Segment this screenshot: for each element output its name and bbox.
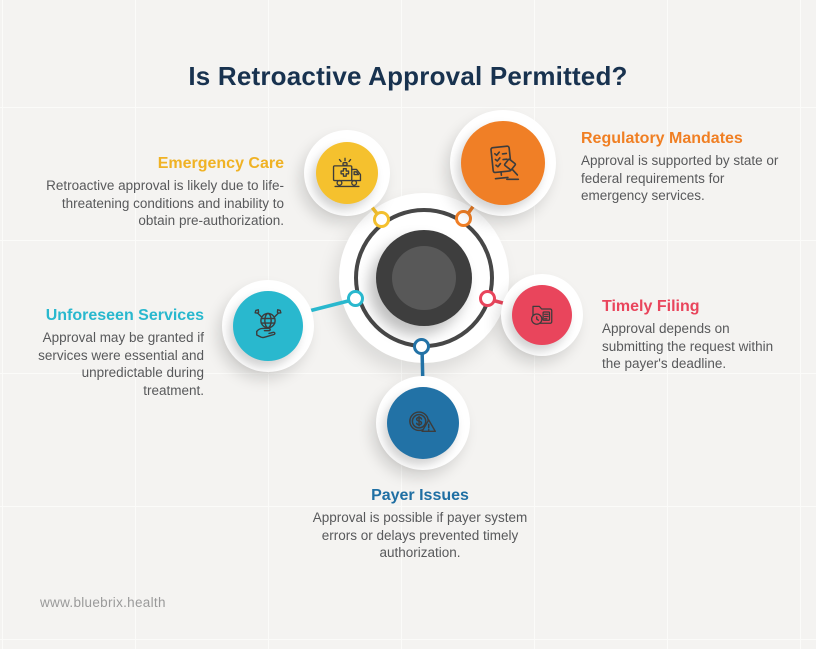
globe-hand-icon (254, 309, 282, 339)
node-payer-issues (413, 338, 430, 355)
node-timely-filing (479, 290, 496, 307)
payer-issues-circle (387, 387, 459, 459)
regulatory-mandates-text-block: Regulatory Mandates Approval is supporte… (581, 130, 793, 205)
payer-issues-text-block: Payer Issues Approval is possible if pay… (302, 487, 538, 562)
node-emergency-care (373, 211, 390, 228)
gavel-checklist-icon (490, 145, 520, 181)
footer-website: www.bluebrix.health (40, 595, 166, 610)
node-regulatory-mandates (455, 210, 472, 227)
coin-alert-icon (409, 411, 436, 433)
timely-filing-text-block: Timely Filing Approval depends on submit… (602, 298, 794, 373)
payer-issues-label: Payer Issues (371, 487, 469, 504)
emergency-care-description: Retroactive approval is likely due to li… (46, 178, 284, 229)
node-unforeseen-services (347, 290, 364, 307)
payer-issues-description: Approval is possible if payer system err… (312, 510, 528, 561)
timely-filing-description: Approval depends on submitting the reque… (602, 321, 774, 372)
unforeseen-services-description: Approval may be granted if services were… (38, 330, 204, 398)
timely-filing-label: Timely Filing (602, 298, 700, 315)
hub-core-inner-circle (392, 246, 456, 310)
folder-clock-icon (531, 305, 553, 325)
emergency-care-circle (316, 142, 378, 204)
emergency-care-label: Emergency Care (157, 155, 284, 172)
regulatory-mandates-circle (461, 121, 545, 205)
ambulance-icon (332, 157, 362, 188)
unforeseen-services-text-block: Unforeseen Services Approval may be gran… (28, 307, 204, 399)
unforeseen-services-circle (233, 291, 303, 361)
regulatory-mandates-label: Regulatory Mandates (581, 130, 743, 147)
regulatory-mandates-description: Approval is supported by state or federa… (581, 153, 779, 204)
emergency-care-text-block: Emergency Care Retroactive approval is l… (36, 155, 284, 230)
unforeseen-services-label: Unforeseen Services (45, 307, 204, 324)
timely-filing-circle (512, 285, 572, 345)
page-title: Is Retroactive Approval Permitted? (188, 61, 628, 92)
